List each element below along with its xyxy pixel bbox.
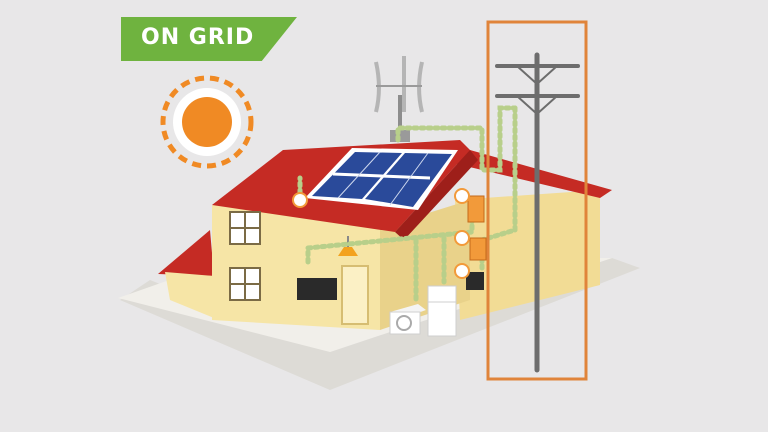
meter-box	[466, 272, 484, 290]
fridge-icon	[427, 285, 457, 337]
upper-window	[229, 211, 261, 245]
left-wing-roof	[158, 230, 214, 276]
utility-pole-icon	[495, 52, 580, 373]
connector-plus	[292, 188, 470, 279]
grid-highlight-box	[486, 20, 588, 381]
sun-icon	[160, 75, 254, 169]
right-wing-wall	[455, 190, 600, 320]
on-grid-badge	[121, 17, 297, 61]
washing-machine-icon	[389, 304, 426, 335]
lower-window	[229, 267, 261, 301]
door	[341, 265, 369, 325]
on-grid-badge-label: ON GRID	[141, 25, 255, 50]
power-wiring	[297, 105, 518, 303]
solar-panel-icon	[305, 148, 458, 210]
tv-screen	[297, 278, 337, 300]
inverter-icon	[467, 195, 485, 223]
meter-icon	[469, 237, 487, 261]
lamp-icon	[338, 236, 358, 256]
